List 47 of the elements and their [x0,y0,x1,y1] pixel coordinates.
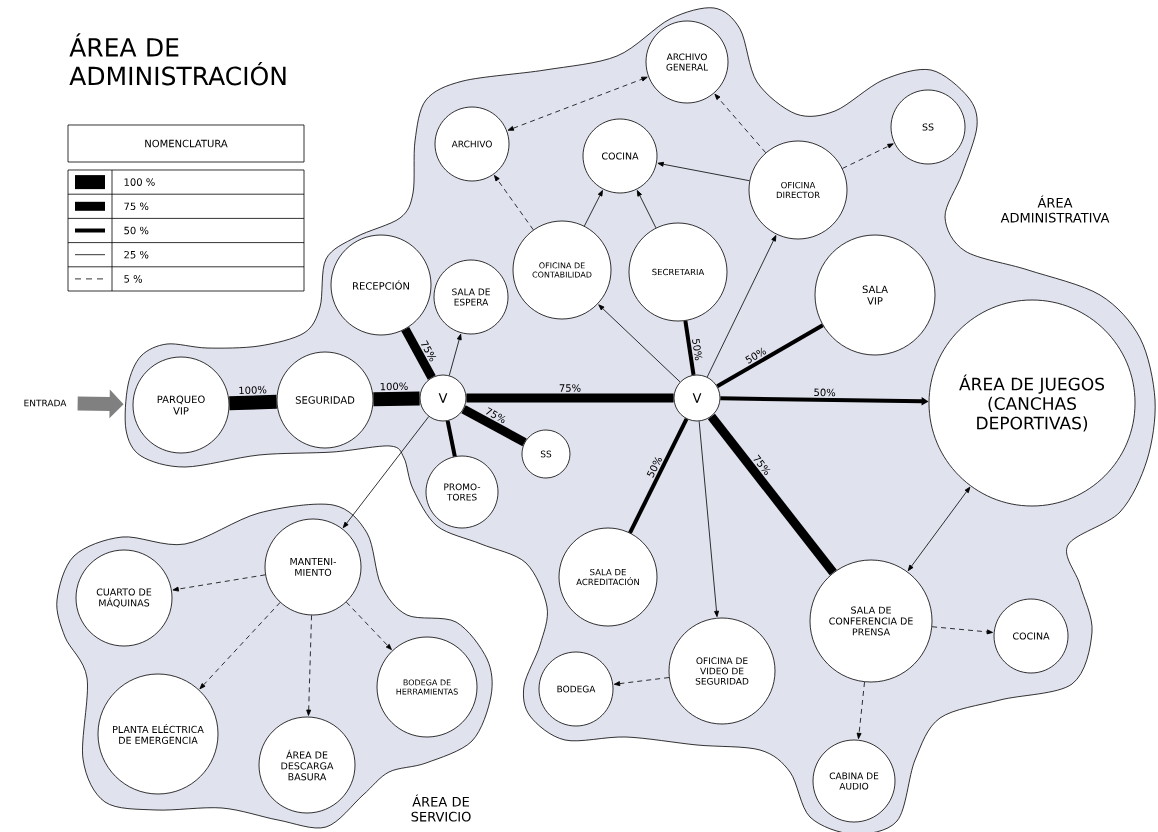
connector-line [401,327,436,380]
arrow [598,304,681,383]
arrow [931,626,993,635]
arrow [714,93,767,154]
arrow [698,420,719,618]
arrow [613,677,670,687]
connector-line [716,323,824,388]
edge-label: 50% [644,453,665,480]
entrance-label: ENTRADA [24,399,67,407]
arrow [636,190,657,229]
edge-label: 100% [378,381,410,392]
edge-label: 50% [742,345,769,366]
edge-label: 75% [482,405,509,426]
connector-line [707,413,837,576]
legend-label: 5 % [124,275,142,283]
connector-line [373,391,420,407]
legend-label: 50 % [124,226,149,235]
edge-label: 75% [557,383,583,393]
arrow [494,175,534,231]
arrow [907,486,971,572]
arrow [507,76,648,131]
arrow [172,574,266,592]
arrow [842,143,894,169]
arrow [657,161,750,182]
connector-line [466,393,674,403]
connector-line [628,418,689,534]
arrow [342,416,430,529]
edge-label: 50% [690,336,704,363]
legend-label: 100 % [124,178,155,186]
legend-label: 25 % [124,250,149,259]
legend-label: 75 % [124,202,149,211]
arrow [306,615,312,716]
edge-label: 75% [418,338,439,364]
title: ÁREA DE ADMINISTRACIÓN [69,33,286,86]
connector-line [229,394,277,411]
arrow [706,235,777,378]
legend-heading: NOMENCLATURA [67,124,305,163]
connector-line [461,405,527,447]
arrow [856,681,865,740]
arrow [199,602,281,690]
edge-label: 50% [812,387,837,398]
arrow [345,601,392,650]
connector-line [683,320,696,376]
arrow [584,190,603,227]
arrow [448,333,462,376]
edge-label: 100% [237,384,268,396]
connector-line [445,420,457,457]
